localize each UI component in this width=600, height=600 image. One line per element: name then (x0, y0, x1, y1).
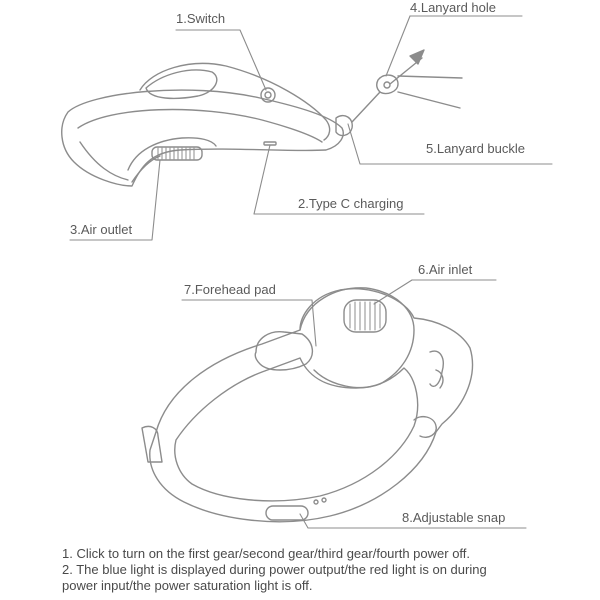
bottom-leader-lines (181, 279, 527, 529)
label-air-inlet: 6.Air inlet (418, 262, 473, 277)
label-switch: 1.Switch (176, 11, 226, 26)
usage-notes: 1. Click to turn on the first gear/secon… (62, 546, 487, 594)
lanyard-hole (375, 74, 399, 95)
headband-diagram (141, 287, 474, 523)
label-lanyard-buckle: 5.Lanyard buckle (426, 141, 526, 156)
air-inlet-grille (343, 299, 387, 333)
note-line-1: 1. Click to turn on the first gear/secon… (62, 546, 471, 561)
label-type-c-charging: 2.Type C charging (298, 196, 404, 211)
label-air-outlet: 3.Air outlet (70, 222, 133, 237)
air-outlet-grille (151, 146, 203, 161)
fan-unit-side-view (61, 49, 463, 187)
forehead-pad (254, 331, 313, 371)
note-line-3: power input/the power saturation light i… (62, 578, 313, 593)
label-adjustable-snap: 8.Adjustable snap (402, 510, 506, 525)
lanyard-buckle (335, 114, 353, 137)
switch-button (260, 87, 276, 103)
label-forehead-pad: 7.Forehead pad (184, 282, 276, 297)
adjustable-snap (265, 505, 309, 521)
direction-arrow (389, 49, 425, 85)
top-leader-lines (69, 15, 553, 241)
label-lanyard-hole: 4.Lanyard hole (410, 0, 497, 15)
note-line-2: 2. The blue light is displayed during po… (62, 562, 487, 577)
